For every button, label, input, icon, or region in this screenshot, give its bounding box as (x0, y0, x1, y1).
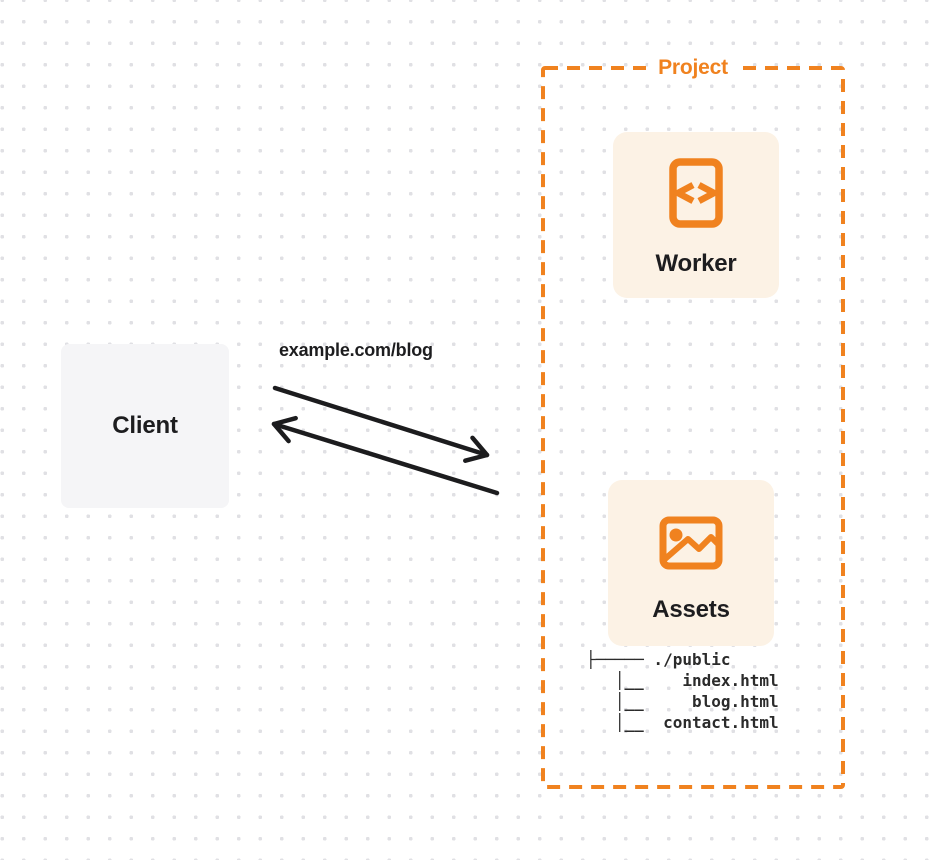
assets-label: Assets (652, 596, 730, 623)
worker-label: Worker (655, 250, 737, 277)
request-url-label: example.com/blog (279, 340, 433, 360)
request-arrow (272, 385, 490, 463)
response-arrow (271, 415, 500, 496)
code-file-icon (669, 158, 723, 228)
client-box: Client (61, 344, 229, 508)
worker-card: Worker (613, 132, 779, 298)
image-icon (659, 514, 723, 572)
project-label: Project (648, 55, 738, 81)
client-label: Client (112, 412, 178, 439)
assets-file-tree: ├───── ./public │__ index.html │__ blog.… (586, 650, 779, 732)
assets-card: Assets (608, 480, 774, 646)
